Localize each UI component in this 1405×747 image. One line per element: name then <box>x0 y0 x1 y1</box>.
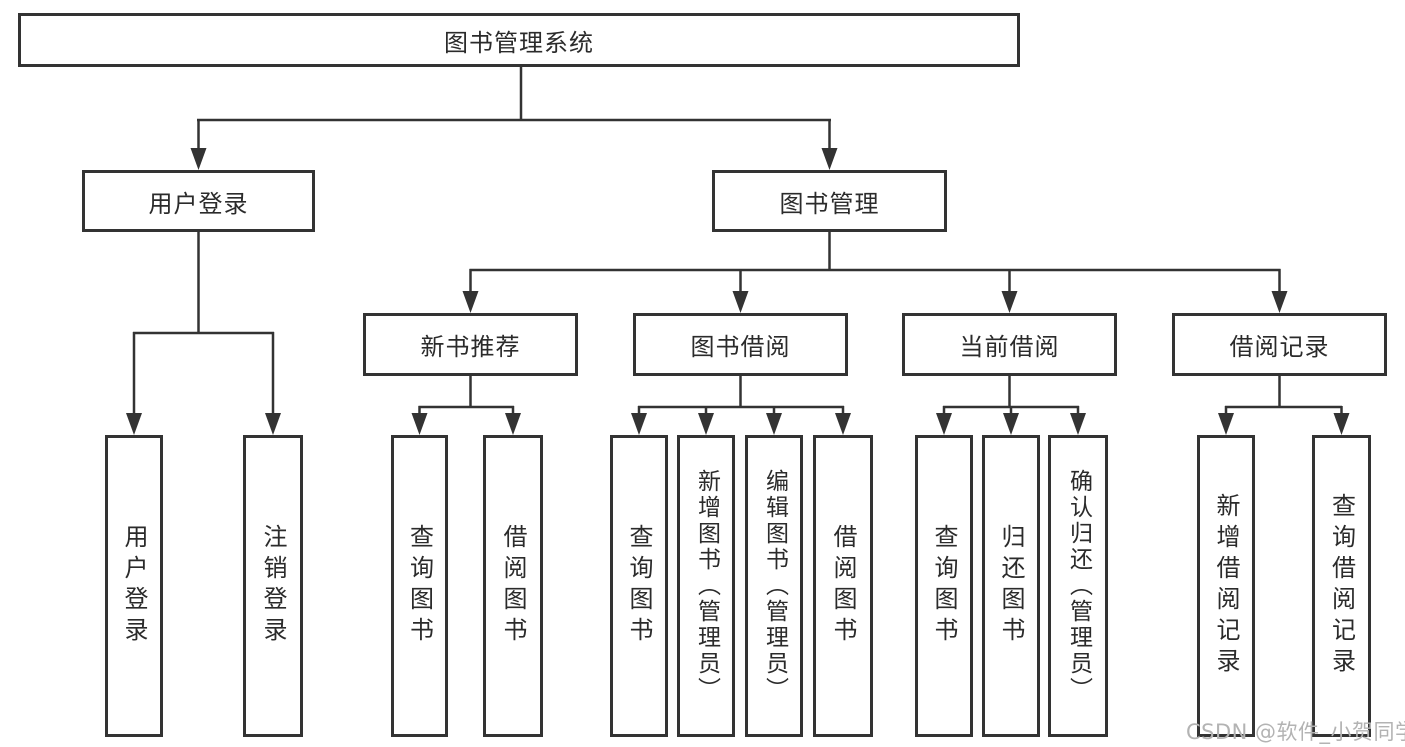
connector-borrow-records-branch <box>1218 376 1350 435</box>
leaf-records-query-record-label: 查询借阅记录 <box>1327 493 1356 679</box>
connector-book-borrow-branch <box>631 376 851 435</box>
node-root: 图书管理系统 <box>18 13 1020 67</box>
node-root-label: 图书管理系统 <box>444 28 594 57</box>
leaf-user-login-label: 用户登录 <box>120 524 148 648</box>
node-user-login: 用户登录 <box>82 170 315 232</box>
leaf-borrow-borrow-books: 借阅图书 <box>813 435 873 737</box>
leaf-newbook-borrow-books: 借阅图书 <box>483 435 543 737</box>
leaf-logout: 注销登录 <box>243 435 303 737</box>
connector-user-login-branch <box>126 232 281 435</box>
connector-root-to-level2 <box>190 67 838 170</box>
leaf-newbook-query-books-label: 查询图书 <box>405 524 434 648</box>
node-borrow-records-label: 借阅记录 <box>1229 333 1330 361</box>
leaf-newbook-query-books: 查询图书 <box>391 435 448 737</box>
leaf-borrow-edit-books-admin: 编辑图书（管理员） <box>745 435 803 737</box>
leaf-records-add-record: 新增借阅记录 <box>1197 435 1255 737</box>
node-new-book-recommend-label: 新书推荐 <box>420 333 521 361</box>
leaf-borrow-add-books-admin: 新增图书（管理员） <box>677 435 735 737</box>
node-book-management: 图书管理 <box>712 170 947 232</box>
connector-new-book-branch <box>411 376 521 435</box>
leaf-current-return-books: 归还图书 <box>982 435 1040 737</box>
node-new-book-recommend: 新书推荐 <box>363 313 578 376</box>
node-borrow-records: 借阅记录 <box>1172 313 1387 376</box>
leaf-newbook-borrow-books-label: 借阅图书 <box>499 524 527 648</box>
leaf-current-confirm-return-admin: 确认归还（管理员） <box>1048 435 1108 737</box>
leaf-borrow-query-books: 查询图书 <box>610 435 668 737</box>
leaf-borrow-query-books-label: 查询图书 <box>625 524 653 648</box>
leaf-borrow-borrow-books-label: 借阅图书 <box>829 524 857 648</box>
node-book-borrow-label: 图书借阅 <box>690 333 791 361</box>
leaf-borrow-add-books-admin-label: 新增图书（管理员） <box>693 469 720 703</box>
node-current-borrow: 当前借阅 <box>902 313 1117 376</box>
leaf-records-query-record: 查询借阅记录 <box>1312 435 1371 737</box>
leaf-current-query-books: 查询图书 <box>915 435 973 737</box>
leaf-current-confirm-return-admin-label: 确认归还（管理员） <box>1065 469 1092 703</box>
csdn-watermark: CSDN @软件_小贺同学 <box>1186 720 1405 744</box>
node-book-management-label: 图书管理 <box>779 189 880 218</box>
node-user-login-label: 用户登录 <box>148 189 249 218</box>
leaf-records-add-record-label: 新增借阅记录 <box>1212 493 1240 679</box>
node-current-borrow-label: 当前借阅 <box>959 333 1060 361</box>
leaf-current-query-books-label: 查询图书 <box>930 524 958 648</box>
leaf-logout-label: 注销登录 <box>259 524 287 648</box>
leaf-borrow-edit-books-admin-label: 编辑图书（管理员） <box>761 469 788 703</box>
leaf-current-return-books-label: 归还图书 <box>997 524 1025 648</box>
connector-current-borrow-branch <box>936 376 1086 435</box>
leaf-user-login: 用户登录 <box>105 435 163 737</box>
connector-book-management-branch <box>462 232 1288 313</box>
node-book-borrow: 图书借阅 <box>633 313 848 376</box>
